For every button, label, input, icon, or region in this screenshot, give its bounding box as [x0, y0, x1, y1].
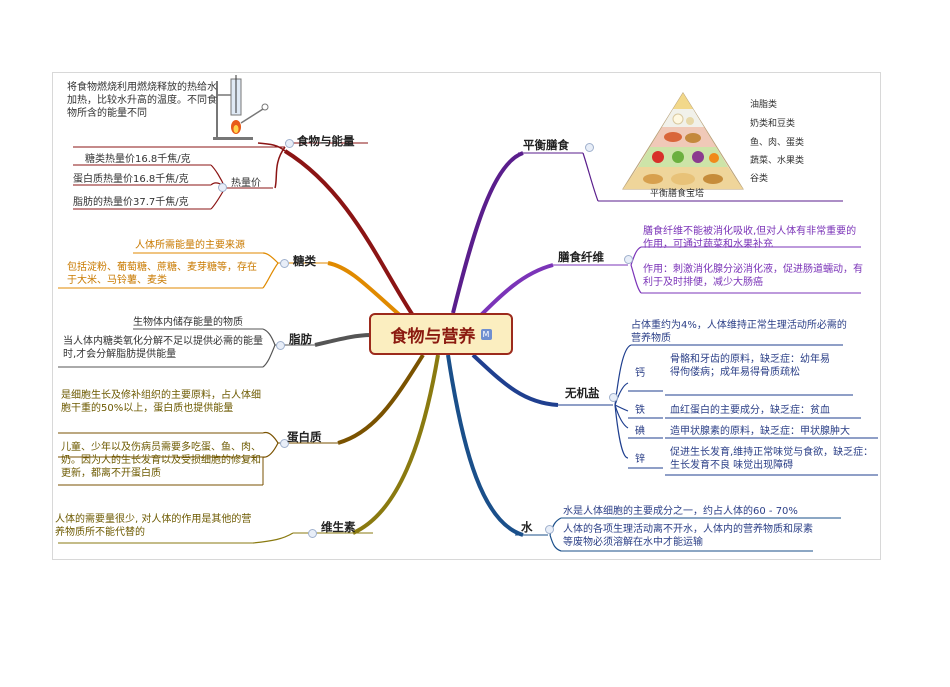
- mineral-name-iron: 铁: [635, 405, 645, 416]
- water-item-1: 水是人体细胞的主要成分之一，约占人体的60 - 70%: [563, 506, 798, 517]
- mineral-name-zinc: 锌: [635, 454, 645, 465]
- vitamin-item-1: 人体的需要量很少, 对人体的作用是其他的营养物质所不能代替的: [55, 514, 252, 538]
- mineral-text-calcium: 骨骼和牙齿的原料，缺乏症：幼年易得佝偻病；成年易得骨质疏松: [670, 354, 830, 378]
- protein-item-2: 儿童、少年以及伤病员需要多吃蛋、鱼、肉、奶。因为人的生长发育以及受损细胞的修复和…: [61, 442, 261, 479]
- expand-dot-heat[interactable]: [218, 183, 227, 192]
- water-item-2: 人体的各项生理活动离不开水，人体内的营养物质和尿素等废物必须溶解在水中才能运输: [563, 524, 813, 548]
- branch-line-vitamin: [352, 354, 440, 535]
- branch-lines: [58, 142, 878, 552]
- center-title: 食物与营养: [390, 326, 476, 347]
- expand-dot-fiber[interactable]: [624, 255, 633, 264]
- branch-food-energy[interactable]: 食物与能量: [297, 134, 355, 148]
- branch-line-protein: [337, 353, 425, 445]
- branch-sugar[interactable]: 糖类: [293, 254, 316, 268]
- branch-protein[interactable]: 蛋白质: [287, 430, 322, 444]
- food-energy-note: 将食物燃烧利用燃烧释放的热给水加热，比较水升高的温度。不同食物所含的能量不同: [67, 82, 217, 119]
- expand-dot-food-energy[interactable]: [285, 139, 294, 148]
- fat-item-2: 当人体内糖类氧化分解不足以提供必需的能量时,才会分解脂肪提供能量: [63, 336, 263, 360]
- sugar-item-2: 包括淀粉、葡萄糖、蔗糖、麦芽糖等，存在于大米、马铃薯、麦类: [67, 262, 257, 286]
- mineral-name-calcium: 钙: [635, 368, 645, 379]
- fiber-item-1: 膳食纤维不能被消化吸收,但对人体有非常重要的作用，可通过蔬菜和水果补充: [643, 226, 857, 250]
- food-pyramid-illustration: [622, 92, 744, 190]
- expand-dot-protein[interactable]: [280, 439, 289, 448]
- branch-water[interactable]: 水: [521, 520, 533, 534]
- pyramid-level-oil: 油脂类: [750, 100, 778, 110]
- pyramid-level-grain: 谷类: [750, 174, 769, 184]
- expand-dot-sugar[interactable]: [280, 259, 289, 268]
- burning-experiment-illustration: [213, 75, 269, 140]
- heat-item-protein: 蛋白质热量价16.8千焦/克: [73, 174, 189, 185]
- protein-item-1: 是细胞生长及修补组织的主要原料，占人体细胞干重的50%以上，蛋白质也提供能量: [61, 390, 261, 414]
- branch-fiber[interactable]: 膳食纤维: [558, 250, 604, 264]
- expand-dot-minerals[interactable]: [609, 393, 618, 402]
- branch-minerals[interactable]: 无机盐: [565, 386, 600, 400]
- minerals-intro: 占体重约为4%，人体维持正常生理活动所必需的营养物质: [631, 320, 847, 344]
- pyramid-level-veg: 蔬菜、水果类: [750, 156, 805, 166]
- pyramid-caption: 平衡膳食宝塔: [650, 189, 705, 199]
- expand-dot-balanced-diet[interactable]: [585, 143, 594, 152]
- mindmap-badge-icon: M: [480, 328, 492, 340]
- branch-line-minerals: [471, 353, 559, 407]
- pyramid-level-meat: 鱼、肉、蛋类: [750, 138, 805, 148]
- mind-map-canvas: 食物与营养 M 将食物燃烧利用燃烧释放的热给水加热，比较水升高的温度。不同食物所…: [52, 72, 881, 560]
- center-topic[interactable]: 食物与营养 M: [369, 313, 513, 355]
- mineral-text-zinc: 促进生长发育,维持正常味觉与食欲，缺乏症：生长发育不良 味觉出现障碍: [670, 447, 874, 471]
- branch-line-food-energy: [283, 149, 420, 325]
- heat-item-fat: 脂肪的热量价37.7千焦/克: [73, 197, 189, 208]
- branch-fat[interactable]: 脂肪: [289, 332, 312, 346]
- pyramid-level-dairy: 奶类和豆类: [750, 119, 796, 129]
- fiber-item-2: 作用：刺激消化腺分泌消化液，促进肠道蠕动，有利于及时排便，减少大肠癌: [643, 264, 863, 288]
- expand-dot-fat[interactable]: [276, 341, 285, 350]
- branch-vitamin[interactable]: 维生素: [321, 520, 356, 534]
- expand-dot-water[interactable]: [545, 525, 554, 534]
- mineral-name-iodine: 碘: [635, 426, 645, 437]
- mineral-text-iron: 血红蛋白的主要成分，缺乏症：贫血: [670, 405, 830, 416]
- heat-item-sugar: 糖类热量价16.8千焦/克: [85, 154, 191, 165]
- branch-line-fat: [314, 333, 372, 347]
- expand-dot-vitamin[interactable]: [308, 529, 317, 538]
- branch-line-balanced-diet: [451, 151, 524, 314]
- heat-label: 热量价: [231, 178, 261, 189]
- sugar-item-1: 人体所需能量的主要来源: [135, 240, 245, 251]
- mineral-text-iodine: 造甲状腺素的原料，缺乏症：甲状腺肿大: [670, 426, 850, 437]
- branch-line-water: [446, 354, 524, 537]
- branch-balanced-diet[interactable]: 平衡膳食: [523, 138, 569, 152]
- fat-item-1: 生物体内储存能量的物质: [133, 317, 243, 328]
